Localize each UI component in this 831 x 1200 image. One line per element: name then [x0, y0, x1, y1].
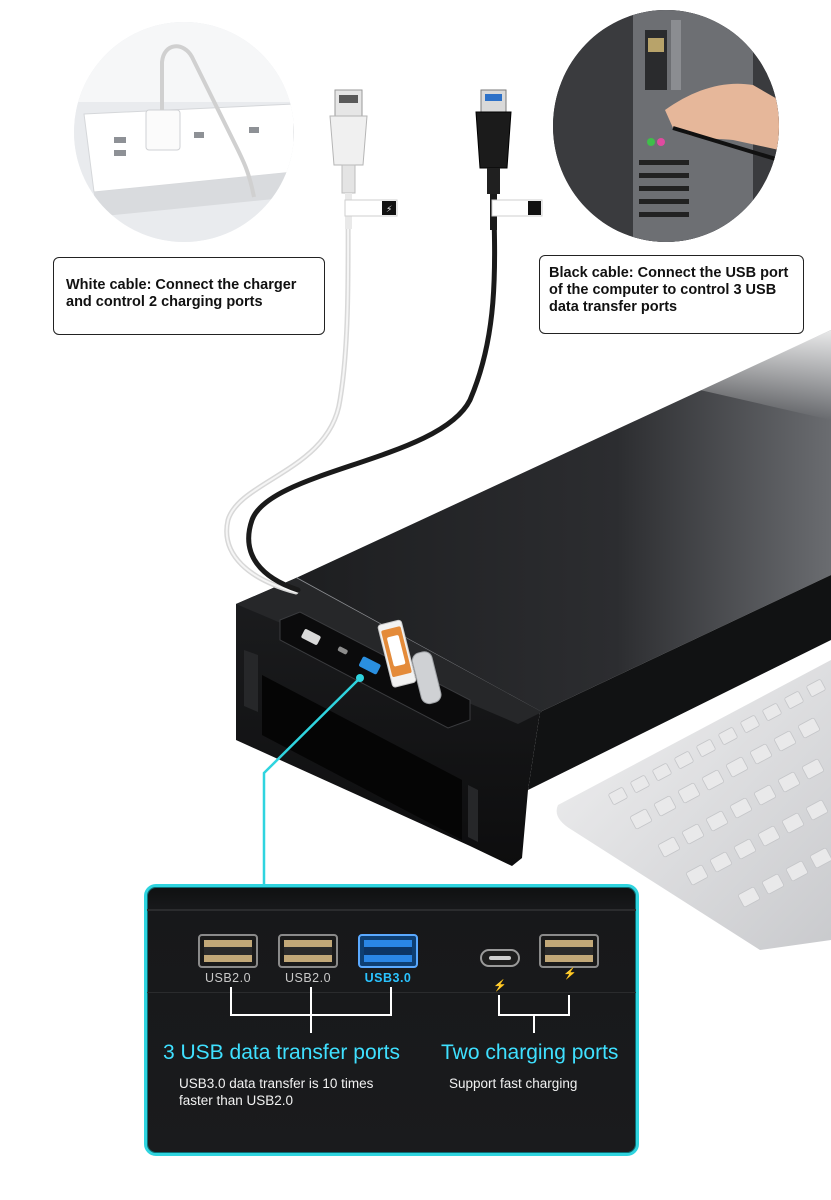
usb2-port-2-label: USB2.0: [284, 971, 332, 985]
flash-drive-silver: [411, 651, 442, 705]
black-cable-callout: Black cable: Connect the USB port of the…: [539, 255, 804, 334]
charging-ports-bracket: [498, 995, 570, 1033]
usb-c-port-graphic: [480, 949, 520, 967]
white-cable-callout-text: White cable: Connect the charger and con…: [66, 277, 297, 310]
wireless-keyboard: [556, 660, 831, 950]
ports-diagram: [198, 934, 599, 1033]
data-ports-desc-line1: USB3.0 data transfer is 10 times: [179, 1076, 374, 1091]
stand-slot: [262, 675, 462, 840]
svg-text:⚡: ⚡: [386, 205, 392, 215]
ports-detail-panel: USB2.0 USB2.0 USB3.0 ⚡ ⚡ 3 USB data tran…: [144, 884, 639, 1156]
usb3-port-graphic: [358, 934, 418, 968]
white-usb-plug: ⚡: [329, 89, 398, 229]
keyboard-keys: [608, 679, 831, 908]
black-cable-callout-text: Black cable: Connect the USB port of the…: [549, 265, 789, 315]
computer-port-photo: [553, 10, 779, 242]
callout-leader-line: [262, 677, 361, 888]
charger-photo: [74, 22, 294, 242]
usb2-port-1-graphic: [198, 934, 258, 968]
usb2-port-1-label: USB2.0: [204, 971, 252, 985]
usb3-port-label: USB3.0: [364, 971, 412, 985]
charging-ports-title: Two charging ports: [441, 1041, 619, 1064]
lightning-bolt-icon: ⚡: [493, 980, 507, 992]
usb2-port-2-graphic: [278, 934, 338, 968]
usb3-port: [359, 656, 381, 675]
usb-c-port: [337, 646, 348, 655]
data-ports-title: 3 USB data transfer ports: [163, 1041, 400, 1064]
usb-a-charging-port-graphic: [539, 934, 599, 968]
charging-ports-desc: Support fast charging: [449, 1076, 578, 1091]
stand-side-face: [528, 575, 831, 790]
flash-drive-orange: [377, 619, 417, 688]
black-usb-plug: [475, 89, 543, 230]
callout-anchor-dot: [356, 674, 364, 682]
usb-a-port: [301, 629, 321, 645]
white-cable-callout: White cable: Connect the charger and con…: [53, 257, 325, 335]
data-ports-desc-line2: faster than USB2.0: [179, 1093, 294, 1108]
data-ports-bracket: [230, 987, 392, 1033]
lightning-bolt-icon: ⚡: [563, 968, 577, 980]
black-cable: [246, 172, 498, 593]
stand-top-surface: [296, 330, 831, 712]
